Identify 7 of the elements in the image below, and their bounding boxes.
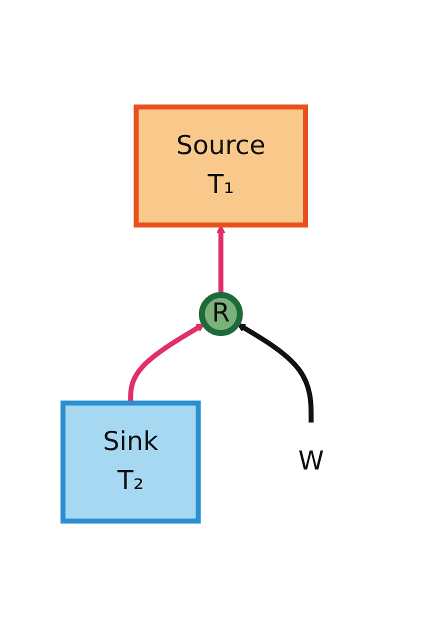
- node-circle: R: [198, 292, 242, 336]
- arrow: [216, 224, 225, 295]
- node-text: W: [298, 446, 324, 477]
- arrow: [236, 323, 314, 423]
- node-box: Sink T₂: [60, 400, 200, 524]
- arrow: [128, 323, 204, 404]
- node-box: Source T₁: [133, 104, 308, 228]
